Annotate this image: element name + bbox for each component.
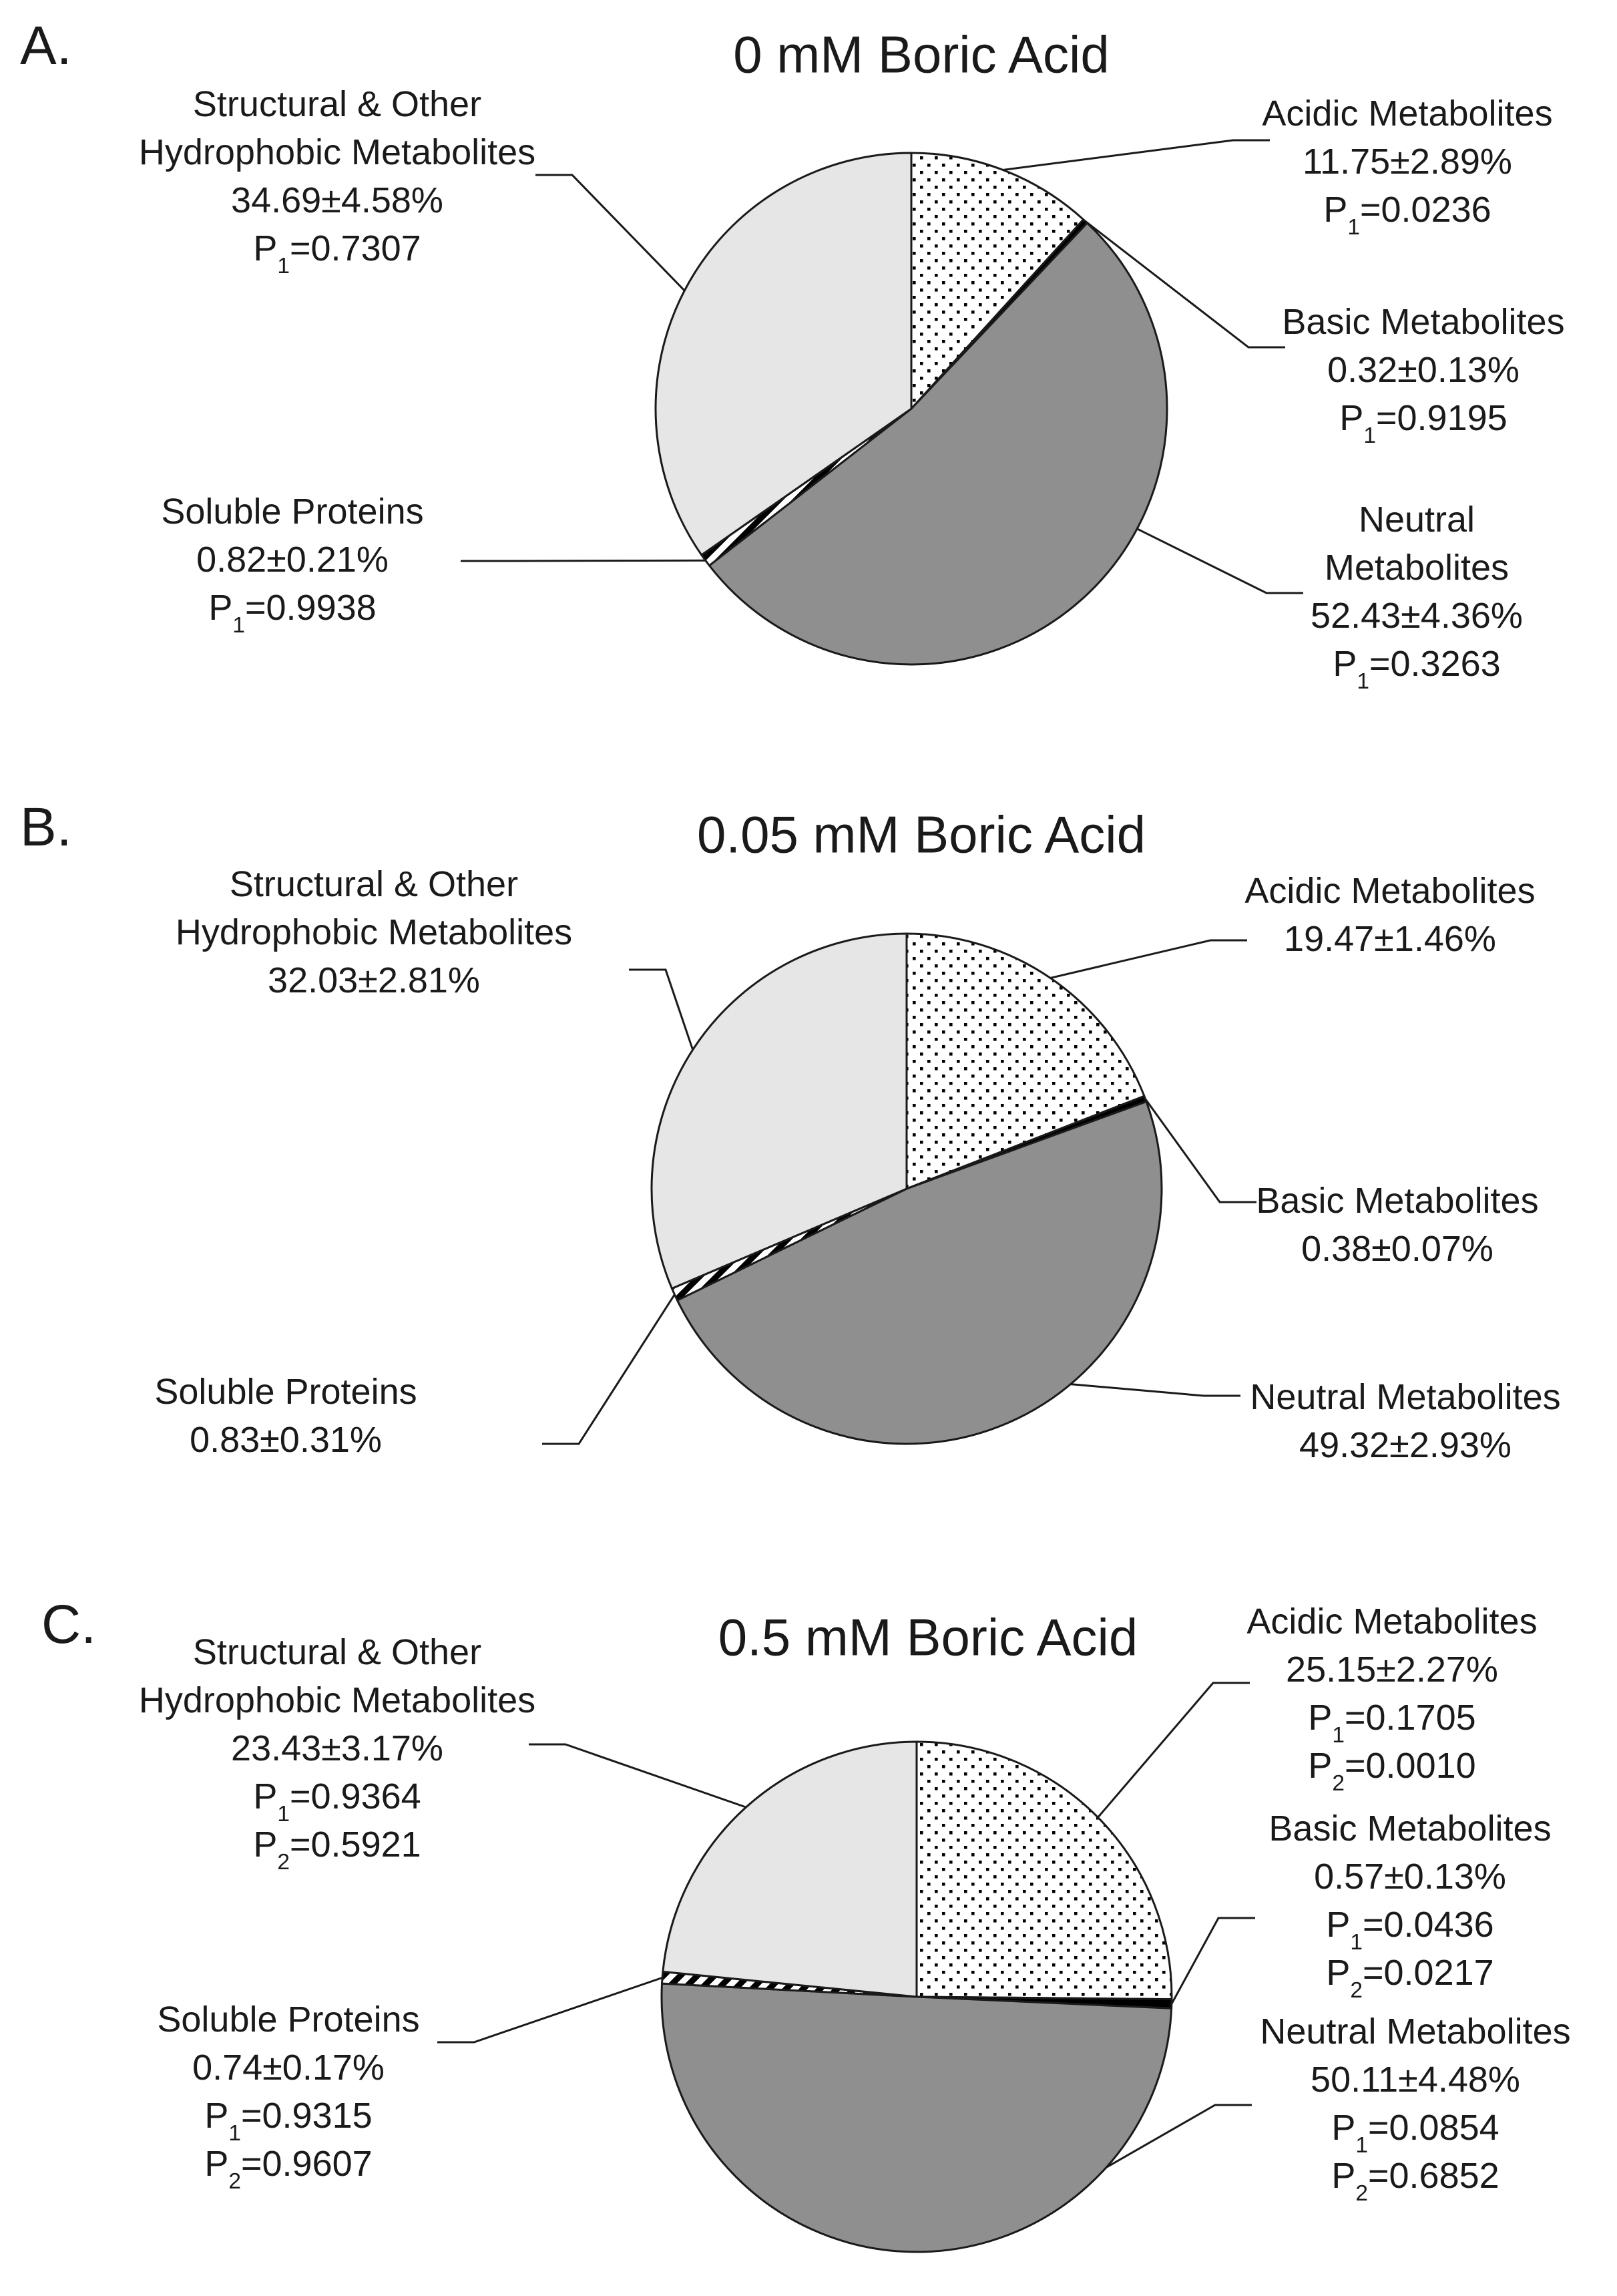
pie-slice-neutral-metabolites [676, 1101, 1163, 1445]
slice-value: 25.15±2.27% [1286, 1650, 1498, 1690]
slice-pvalue: P2=0.9607 [204, 2144, 373, 2194]
slice-pvalue: P2=0.0010 [1308, 1746, 1476, 1796]
pie-C [437, 1682, 1255, 2253]
leader-line-neutral-metabolites [1106, 2104, 1252, 2168]
slice-label-line: Hydrophobic Metabolites [138, 132, 536, 172]
slice-value: 0.32±0.13% [1327, 350, 1520, 390]
pie-slice-acidic-metabolites [910, 152, 1085, 410]
slice-value: 50.11±4.48% [1311, 2060, 1520, 2100]
pie-A [461, 139, 1303, 666]
slice-value: 52.43±4.36% [1311, 596, 1523, 636]
slice-label-line: Soluble Proteins [154, 1372, 417, 1412]
leader-line-acidic-metabolites [1050, 939, 1247, 979]
slice-value: 19.47±1.46% [1284, 919, 1496, 959]
slice-pvalue: P2=0.6852 [1331, 2156, 1499, 2207]
slice-label-line: Acidic Metabolites [1262, 93, 1553, 134]
slice-label-line: Neutral [1358, 500, 1475, 540]
slice-label-line: Acidic Metabolites [1246, 1601, 1538, 1642]
leader-line-basic-metabolites [1144, 1098, 1256, 1203]
slice-value: 0.82±0.21% [196, 540, 389, 580]
pie-slice-neutral-metabolites [708, 222, 1168, 666]
slice-value: 23.43±3.17% [231, 1728, 443, 1768]
slice-pvalue: P1=0.0236 [1323, 190, 1491, 240]
slice-label-line: Metabolites [1324, 548, 1510, 588]
pie-slice-acidic-metabolites [915, 1740, 1173, 2001]
pie-slice-structural-other-hydrophobic-metabolites [662, 1740, 918, 1998]
leader-line-basic-metabolites [1084, 220, 1285, 349]
slice-pvalue: P2=0.5921 [253, 1825, 421, 1875]
leader-line-basic-metabolites [1170, 1917, 1255, 2005]
slice-pvalue: P1=0.9364 [253, 1776, 421, 1827]
slice-pvalue: P1=0.9315 [204, 2096, 373, 2146]
slice-pvalue: P1=0.0854 [1331, 2108, 1499, 2158]
pie-slice-structural-other-hydrophobic-metabolites [654, 152, 913, 556]
slice-value: 32.03±2.81% [268, 960, 480, 1000]
panel-b-title: 0.05 mM Boric Acid [697, 805, 1146, 864]
leader-line-soluble-proteins [437, 1976, 663, 2044]
leader-line-structural-other-hydrophobic-metabolites [535, 174, 686, 292]
slice-value: 34.69±4.58% [231, 180, 443, 220]
leader-line-structural-other-hydrophobic-metabolites [529, 1743, 746, 1808]
callout-acidic-metabolites: Acidic Metabolites 19.47±1.46% [1244, 867, 1535, 963]
slice-label-line: Neutral Metabolites [1250, 1377, 1561, 1417]
slice-pvalue: P2=0.0217 [1326, 1953, 1494, 2003]
callout-neutral-metabolites: Neutral Metabolites 49.32±2.93% [1250, 1373, 1560, 1469]
slice-label-line: Basic Metabolites [1256, 1181, 1539, 1221]
slice-label-line: Basic Metabolites [1268, 1808, 1552, 1849]
slice-value: 11.75±2.89% [1303, 142, 1512, 182]
slice-label-line: Structural & Other [192, 1632, 482, 1672]
slice-label-line: Hydrophobic Metabolites [138, 1680, 536, 1720]
slice-pvalue: P1=0.9938 [208, 588, 377, 638]
leader-line-soluble-proteins [542, 1294, 676, 1445]
pie-slice-acidic-metabolites [905, 932, 1146, 1190]
panel-b-letter: B. [20, 797, 72, 857]
slice-pvalue: P1=0.0436 [1326, 1905, 1494, 1955]
pie-slice-neutral-metabolites [660, 1982, 1173, 2253]
leader-line-acidic-metabolites [1097, 1682, 1250, 1819]
callout-soluble-proteins: Soluble Proteins 0.82±0.21% P1=0.9938 [161, 488, 424, 638]
leader-line-acidic-metabolites [1003, 139, 1270, 171]
slice-label-line: Neutral Metabolites [1260, 2012, 1571, 2052]
slice-pvalue: P1=0.3263 [1333, 644, 1501, 695]
slice-pvalue: P1=0.9195 [1339, 398, 1508, 449]
callout-soluble-proteins: Soluble Proteins 0.83±0.31% [154, 1368, 417, 1464]
slice-label-line: Hydrophobic Metabolites [175, 912, 573, 952]
slice-value: 49.32±2.93% [1299, 1425, 1512, 1465]
panel-c-title: 0.5 mM Boric Acid [718, 1607, 1138, 1667]
leader-line-structural-other-hydrophobic-metabolites [629, 968, 694, 1050]
panel-a-letter: A. [20, 15, 72, 76]
panel-c-letter: C. [41, 1594, 96, 1655]
slice-label-line: Basic Metabolites [1282, 302, 1565, 342]
slice-label-line: Soluble Proteins [157, 1999, 420, 2040]
slice-label-line: Acidic Metabolites [1244, 871, 1536, 911]
callout-basic-metabolites: Basic Metabolites 0.38±0.07% [1256, 1177, 1538, 1273]
leader-line-neutral-metabolites [1070, 1383, 1240, 1397]
leader-line-soluble-proteins [461, 559, 706, 562]
slice-value: 0.83±0.31% [190, 1420, 382, 1460]
slice-label-line: Structural & Other [192, 84, 482, 124]
slice-pvalue: P1=0.7307 [253, 228, 421, 279]
panel-a-title: 0 mM Boric Acid [733, 25, 1110, 84]
slice-value: 0.38±0.07% [1301, 1229, 1493, 1269]
pie-slice-structural-other-hydrophobic-metabolites [650, 932, 908, 1290]
slice-value: 0.74±0.17% [192, 2048, 385, 2088]
slice-value: 0.57±0.13% [1314, 1857, 1506, 1897]
callout-basic-metabolites: Basic Metabolites 0.32±0.13% P1=0.9195 [1282, 298, 1565, 449]
leader-line-neutral-metabolites [1136, 528, 1303, 594]
slice-pvalue: P1=0.1705 [1308, 1698, 1476, 1748]
slice-label-line: Structural & Other [229, 864, 519, 904]
callout-acidic-metabolites: Acidic Metabolites 11.75±2.89% P1=0.0236 [1262, 89, 1553, 240]
pie-B [542, 932, 1256, 1445]
slice-label-line: Soluble Proteins [161, 492, 424, 532]
